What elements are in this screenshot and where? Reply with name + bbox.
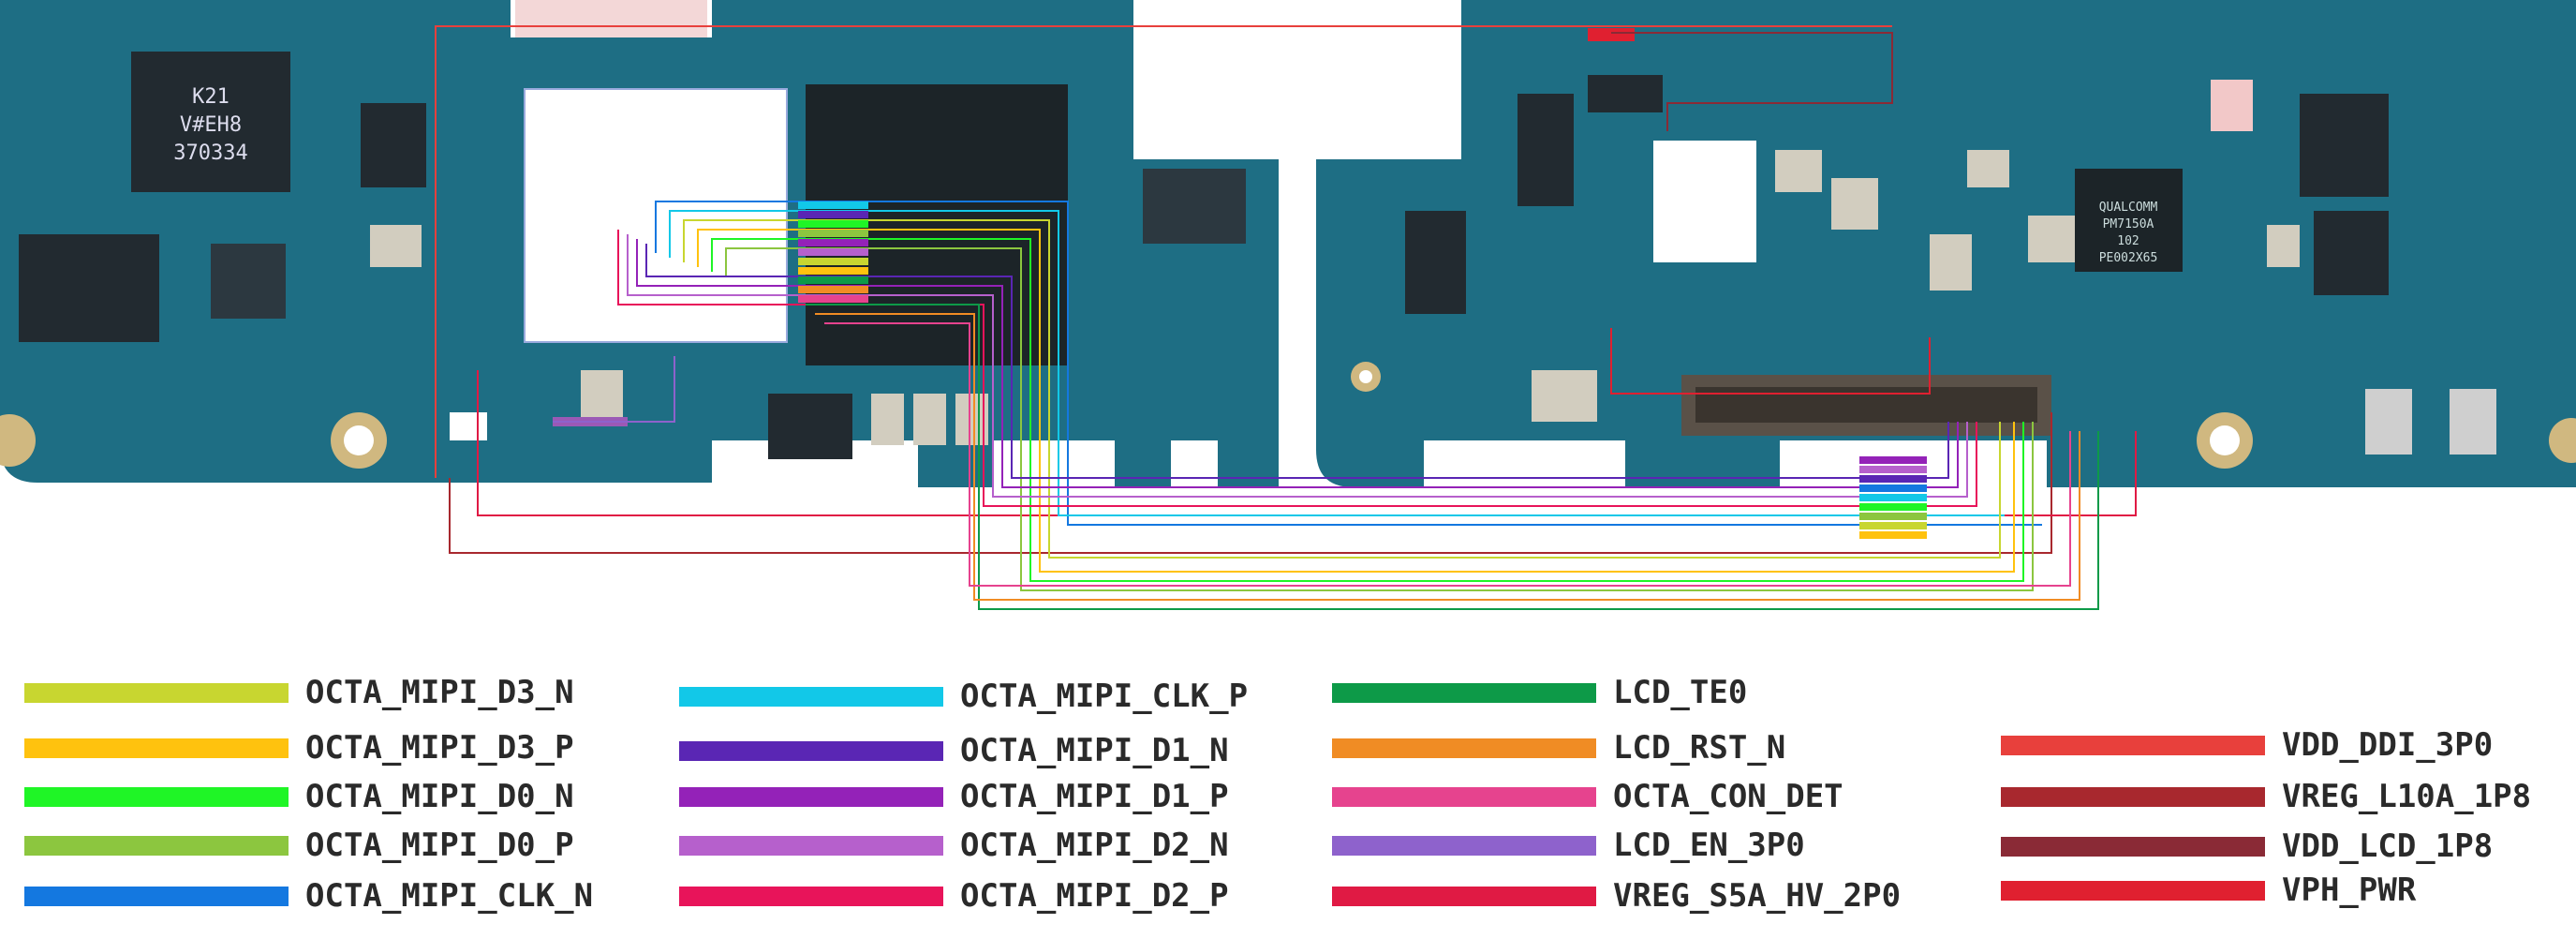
legend-swatch: [1332, 683, 1596, 703]
net-tag: [798, 295, 868, 303]
legend-label: OCTA_CON_DET: [1613, 778, 1843, 815]
net-tag: [1859, 531, 1927, 539]
legend-swatch: [679, 887, 943, 906]
pmic-marking-line-3: 102: [2117, 234, 2139, 248]
signal-trace: [636, 239, 1959, 488]
left-board: K21 V#EH8 370334: [0, 0, 1279, 487]
signal-trace: [669, 210, 2005, 516]
legend-label: OCTA_MIPI_D2_N: [960, 827, 1229, 864]
pmic-marking-line-2: PM7150A: [2103, 217, 2154, 231]
net-tag: [1859, 484, 1927, 492]
signal-trace: [697, 229, 2015, 573]
legend-label: VREG_S5A_HV_2P0: [1613, 877, 1902, 915]
signal-trace: [655, 201, 2042, 526]
chip-marking-line-1: K21: [192, 85, 229, 109]
net-tag: [1859, 456, 1927, 464]
legend-label: OCTA_MIPI_D3_P: [305, 729, 574, 767]
net-tag: [1859, 466, 1927, 473]
legend-swatch: [24, 887, 289, 906]
legend-swatch: [24, 836, 289, 856]
legend-label: OCTA_MIPI_D2_P: [960, 877, 1229, 915]
legend-label: OCTA_MIPI_CLK_N: [305, 877, 594, 915]
signal-trace: [645, 244, 1949, 479]
legend-swatch: [679, 836, 943, 856]
legend-label: VDD_DDI_3P0: [2282, 726, 2494, 764]
legend-label: OCTA_MIPI_D0_P: [305, 827, 574, 864]
net-tag: [798, 230, 868, 237]
signal-trace: [553, 356, 675, 423]
net-tag: [798, 258, 868, 265]
net-tag: [798, 239, 868, 246]
legend-swatch: [679, 687, 943, 707]
legend-label: VREG_L10A_1P8: [2282, 778, 2532, 815]
legend-swatch: [2001, 837, 2265, 857]
signal-trace: [449, 412, 2052, 554]
net-tag: [798, 248, 868, 256]
legend-label: OCTA_MIPI_CLK_P: [960, 678, 1249, 715]
net-tag: [1859, 494, 1927, 501]
signal-trace: [627, 234, 1968, 498]
net-tag: [798, 211, 868, 218]
net-tag: [1859, 513, 1927, 520]
legend-swatch: [1332, 836, 1596, 856]
legend-label: VPH_PWR: [2282, 872, 2417, 909]
chip-marking-line-2: V#EH8: [180, 113, 242, 137]
legend-swatch: [679, 787, 943, 807]
legend-swatch: [1332, 787, 1596, 807]
signal-trace: [1611, 32, 1893, 131]
legend-label: LCD_EN_3P0: [1613, 827, 1805, 864]
pcb-board-svg: K21 V#EH8 370334 QUA: [0, 0, 2576, 610]
signal-trace: [1610, 328, 1931, 395]
signal-trace: [806, 304, 2099, 610]
legend-label: VDD_LCD_1P8: [2282, 827, 2494, 865]
signal-trace: [824, 322, 2071, 587]
net-tag: [798, 276, 868, 284]
legend-label: OCTA_MIPI_D1_N: [960, 732, 1229, 769]
net-tag: [1859, 475, 1927, 483]
pcb-diagram: K21 V#EH8 370334 QUA: [0, 0, 2576, 610]
legend-swatch: [1332, 887, 1596, 906]
trace-layer: [435, 25, 2137, 610]
signal-trace: [683, 219, 2001, 559]
signal-trace: [725, 247, 2034, 591]
legend-swatch: [2001, 787, 2265, 807]
legend-label: OCTA_MIPI_D1_P: [960, 778, 1229, 815]
legend-label: LCD_RST_N: [1613, 729, 1786, 767]
legend-swatch: [2001, 881, 2265, 901]
signal-trace: [617, 230, 1977, 507]
net-tag: [798, 267, 868, 275]
pmic-marking-line-1: QUALCOMM: [2099, 201, 2158, 215]
legend-label: OCTA_MIPI_D0_N: [305, 778, 574, 815]
net-tag: [798, 286, 868, 293]
signal-trace: [435, 25, 1892, 478]
legend-swatch: [24, 683, 289, 703]
chip-marking-line-3: 370334: [173, 142, 247, 165]
right-board: QUALCOMM PM7150A 102 PE002X65: [1316, 0, 2576, 487]
legend-swatch: [679, 741, 943, 761]
pmic-marking-line-4: PE002X65: [2099, 251, 2158, 265]
legend-swatch: [2001, 736, 2265, 755]
legend-swatch: [1332, 738, 1596, 758]
net-tag: [1859, 503, 1927, 511]
signal-trace: [815, 313, 2080, 601]
net-tag: [798, 220, 868, 228]
net-tag: [1859, 522, 1927, 529]
net-tag: [798, 201, 868, 209]
signal-trace: [711, 238, 2024, 582]
legend-label: OCTA_MIPI_D3_N: [305, 674, 574, 711]
legend-swatch: [24, 787, 289, 807]
legend-swatch: [24, 738, 289, 758]
legend-label: LCD_TE0: [1613, 674, 1748, 711]
